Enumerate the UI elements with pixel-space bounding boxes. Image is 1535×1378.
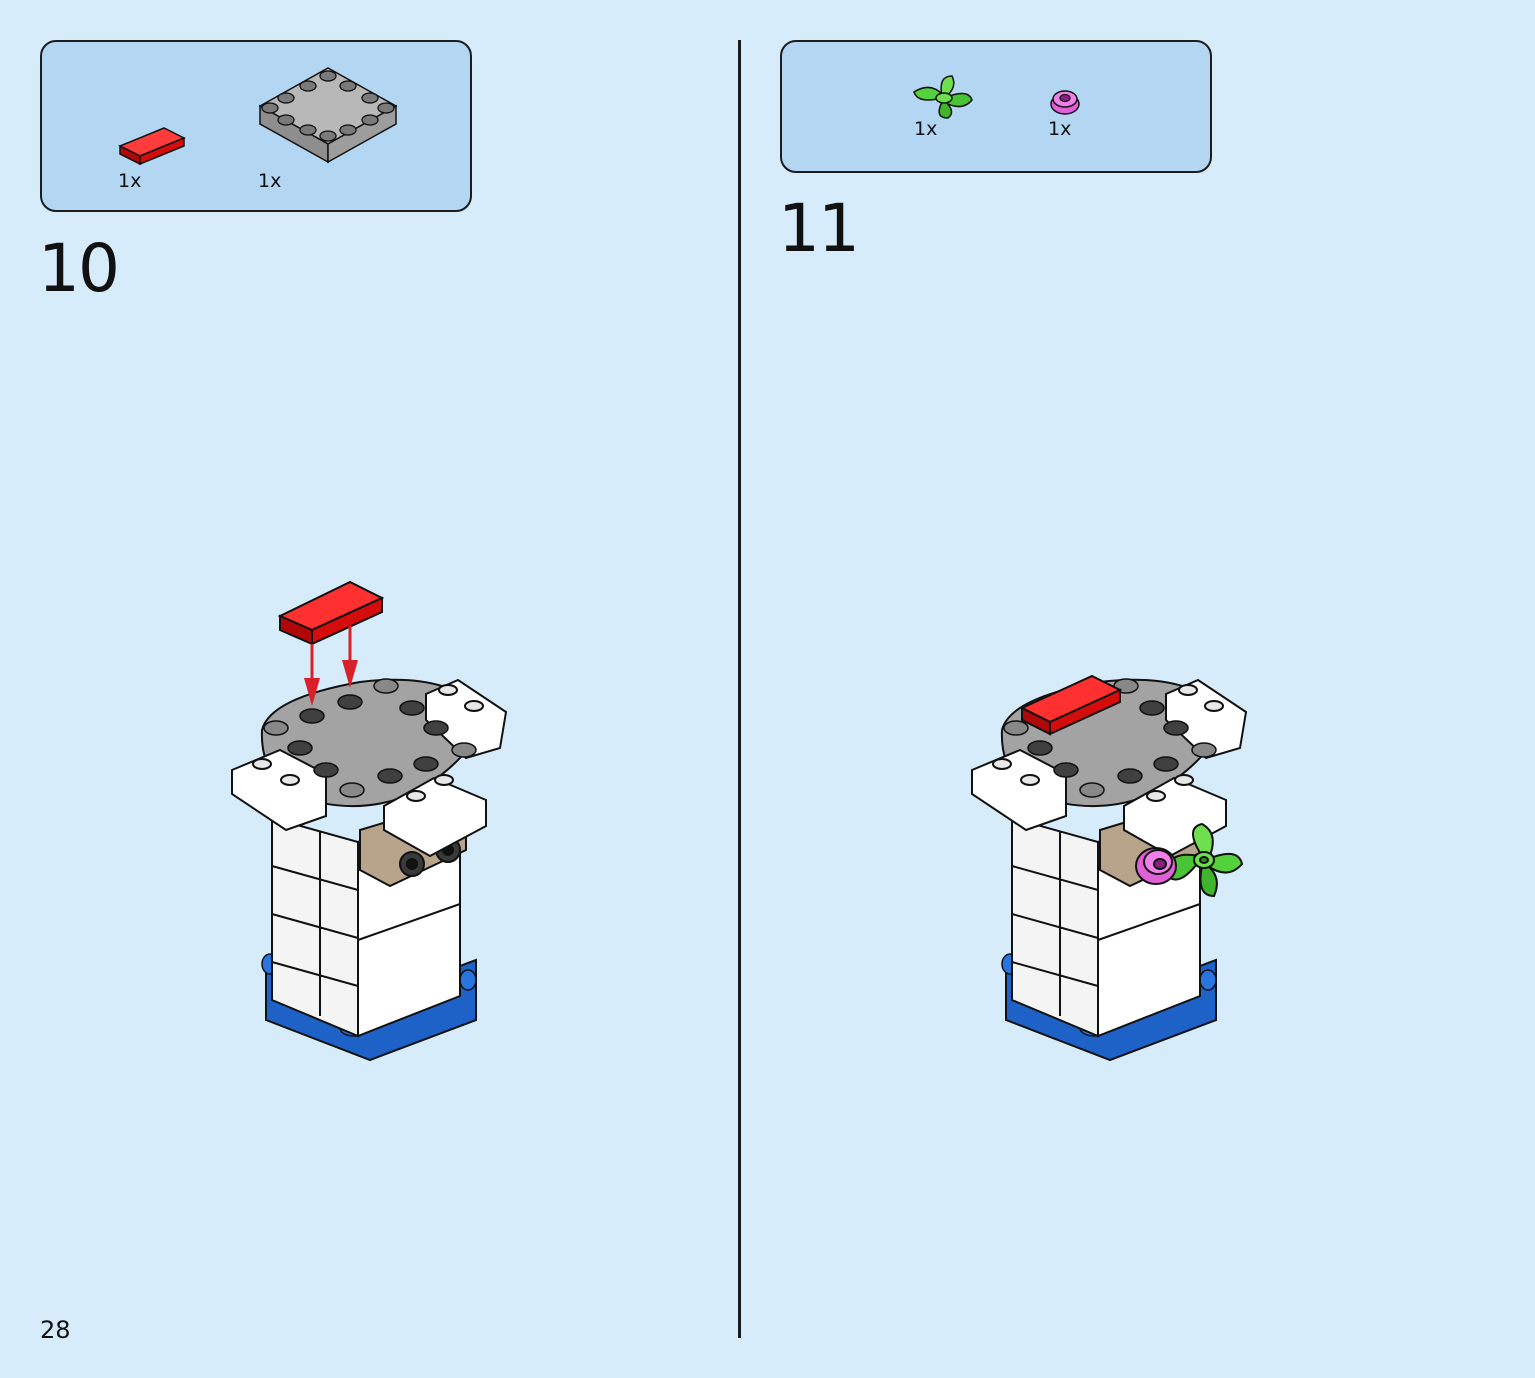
step-number: 10 <box>38 230 120 307</box>
plate-studs <box>263 678 477 798</box>
parts-callout-step-11: 1x 1x <box>780 40 1212 173</box>
step-11-build-model <box>971 674 1248 1062</box>
red-tile-placed <box>1019 674 1123 736</box>
green-leaf-plant-icon <box>913 75 973 119</box>
quantity-label: 1x <box>1048 118 1072 140</box>
parts-callout-step-10: 1x 1x <box>40 40 472 212</box>
step-10-build-model <box>231 580 508 1062</box>
plate-studs <box>1003 678 1217 798</box>
placement-arrows <box>304 626 358 706</box>
quantity-label: 1x <box>914 118 938 140</box>
page-divider <box>738 40 741 1338</box>
pink-flower-icon <box>1050 90 1080 115</box>
quantity-label: 1x <box>258 170 282 192</box>
gray-plate-round-corner-4x4-icon <box>258 67 398 164</box>
step-number: 11 <box>778 190 860 267</box>
quantity-label: 1x <box>118 170 142 192</box>
pink-flower-attached <box>1135 847 1177 885</box>
red-tile-placing <box>277 580 385 646</box>
page-number: 28 <box>40 1316 71 1344</box>
white-slope-bricks <box>231 678 508 858</box>
white-slope-bricks <box>971 678 1248 858</box>
red-tile-1x2-icon <box>118 127 186 166</box>
